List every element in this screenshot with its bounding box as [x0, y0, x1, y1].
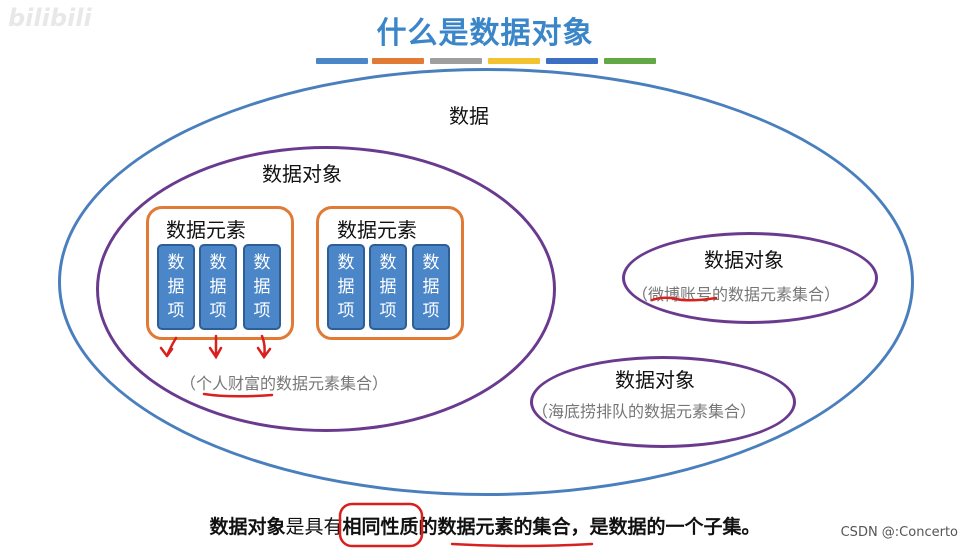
data-item-box: 数据项	[412, 244, 450, 330]
data-object-ellipse-main	[96, 146, 556, 432]
color-bar	[546, 58, 598, 64]
statement-text: 是具有	[285, 516, 343, 538]
data-element-label-1: 数据元素	[166, 218, 246, 242]
data-item-box: 数据项	[369, 244, 407, 330]
color-bar	[488, 58, 540, 64]
color-bar	[604, 58, 656, 64]
color-bar	[430, 58, 482, 64]
ink-underline	[450, 542, 594, 548]
main-object-caption: （个人财富的数据元素集合）	[180, 374, 389, 393]
ink-arrow	[159, 336, 178, 358]
bilibili-logo: bilibili	[8, 4, 92, 32]
statement-highlight-element-set: 数据元素的集合	[437, 516, 571, 538]
page-title: 什么是数据对象	[376, 16, 594, 51]
statement-text: 的	[418, 516, 438, 538]
main-object-label: 数据对象	[262, 162, 342, 186]
data-ellipse	[58, 68, 914, 496]
data-item-box: 数据项	[243, 244, 281, 330]
ink-underline	[650, 296, 718, 302]
ink-arrow	[208, 334, 223, 360]
definition-statement: 数据对象是具有相同性质的数据元素的集合，是数据的一个子集。	[0, 512, 970, 539]
data-element-label-2: 数据元素	[337, 218, 417, 242]
statement-highlight-same-nature: 相同性质	[342, 516, 419, 538]
data-label: 数据	[449, 104, 489, 128]
queue-object-caption: （海底捞排队的数据元素集合）	[532, 402, 757, 421]
queue-object-label: 数据对象	[615, 368, 695, 392]
weibo-object-label: 数据对象	[704, 248, 784, 272]
data-item-box: 数据项	[327, 244, 365, 330]
color-bar	[316, 58, 368, 64]
data-item-box: 数据项	[199, 244, 237, 330]
ink-arrow	[256, 334, 272, 360]
ink-circle	[338, 502, 424, 548]
data-object-ellipse-queue	[530, 356, 796, 448]
csdn-watermark: CSDN @:Concerto	[840, 525, 958, 540]
ink-underline	[202, 392, 274, 398]
color-bar	[372, 58, 424, 64]
data-item-box: 数据项	[157, 244, 195, 330]
data-object-ellipse-weibo	[622, 232, 878, 324]
statement-text: ，是数据的一个子集。	[570, 516, 761, 538]
statement-term: 数据对象	[209, 516, 286, 538]
